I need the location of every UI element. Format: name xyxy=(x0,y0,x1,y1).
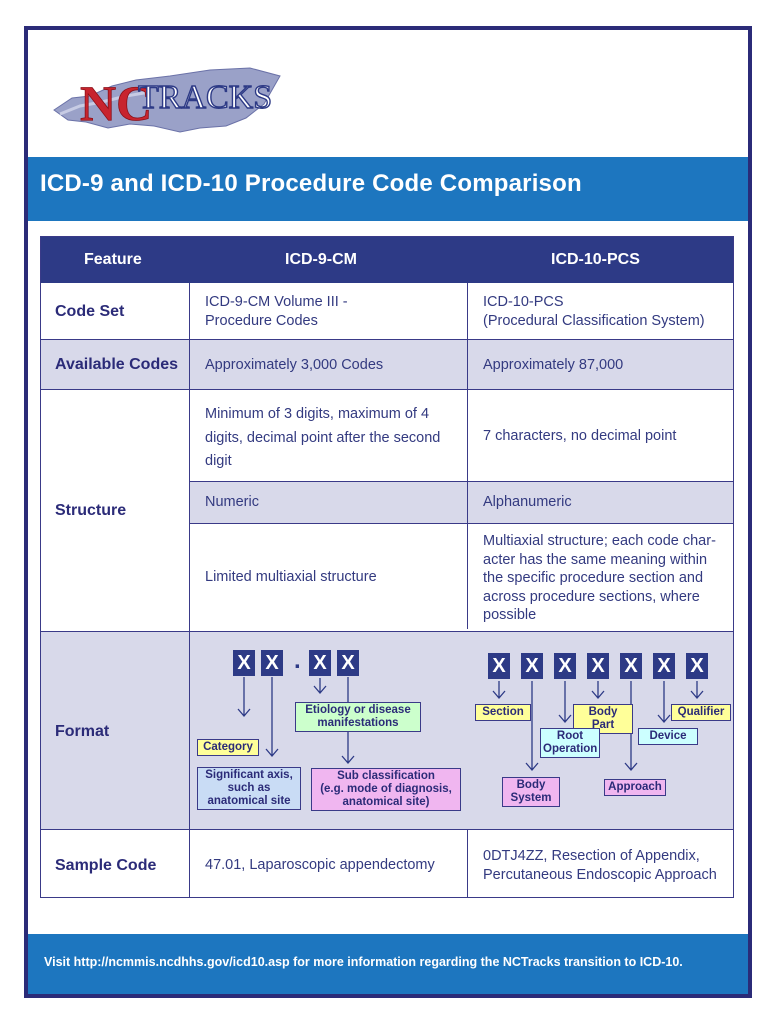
icd9-char-2: X xyxy=(261,650,283,676)
cell-structure-type-icd9: Numeric xyxy=(205,494,259,510)
icd10-char-5: X xyxy=(620,653,642,679)
label-format: Format xyxy=(55,723,110,740)
cell-code-set-icd10: ICD-10-PCS (Procedural Classification Sy… xyxy=(483,294,705,329)
icd10-label-approach: Approach xyxy=(604,779,666,796)
cell-available-icd10: Approximately 87,000 xyxy=(483,357,624,373)
label-available-codes: Available Codes xyxy=(55,356,179,373)
icd9-char-1: X xyxy=(233,650,255,676)
icd10-char-6: X xyxy=(653,653,675,679)
page-title: ICD-9 and ICD-10 Procedure Code Comparis… xyxy=(40,170,582,197)
icd9-arrows xyxy=(237,677,355,764)
table-header: Feature ICD-9-CM ICD-10-PCS xyxy=(41,237,733,283)
footer-text: Visit http://ncmmis.ncdhhs.gov/icd10.asp… xyxy=(44,955,683,969)
header-feature: Feature xyxy=(84,251,142,268)
icd10-arrows xyxy=(492,681,704,771)
header-icd9: ICD-9-CM xyxy=(285,251,357,268)
svg-text:TRACKS: TRACKS xyxy=(138,79,272,116)
icd10-char-4: X xyxy=(587,653,609,679)
cell-structure-axis-icd9: Limited multiaxial structure xyxy=(205,569,377,585)
icd10-char-2: X xyxy=(521,653,543,679)
icd9-decimal-point: . xyxy=(294,647,301,674)
cell-code-set-icd9: ICD-9-CM Volume III - Procedure Codes xyxy=(205,294,348,329)
icd9-char-4: X xyxy=(337,650,359,676)
icd10-char-1: X xyxy=(488,653,510,679)
footer-banner: Visit http://ncmmis.ncdhhs.gov/icd10.asp… xyxy=(28,934,748,994)
icd10-label-device: Device xyxy=(638,728,698,745)
icd9-label-subclassification: Sub classification (e.g. mode of diagnos… xyxy=(311,768,461,811)
cell-structure-type-icd10: Alphanumeric xyxy=(483,494,572,510)
cell-available-icd9: Approximately 3,000 Codes xyxy=(205,357,384,373)
icd9-label-etiology: Etiology or disease manifestations xyxy=(295,702,421,732)
cell-structure-digits-icd10: 7 characters, no decimal point xyxy=(483,428,677,444)
icd10-label-body-system: Body System xyxy=(502,777,560,807)
label-structure: Structure xyxy=(55,502,127,519)
nctracks-logo: NC TRACKS xyxy=(50,56,290,140)
comparison-table: Feature ICD-9-CM ICD-10-PCS Code Set ICD… xyxy=(40,236,734,898)
icd10-label-qualifier: Qualifier xyxy=(671,704,731,721)
row-numeric-bg xyxy=(189,481,733,523)
icd10-label-root-operation: Root Operation xyxy=(540,728,600,758)
icd9-label-category: Category xyxy=(197,739,259,756)
icd9-label-significant-axis: Significant axis, such as anatomical sit… xyxy=(197,767,301,810)
icd10-label-section: Section xyxy=(475,704,531,721)
cell-sample-icd10: 0DTJ4ZZ, Resection of Appendix, Percutan… xyxy=(483,848,717,883)
cell-sample-icd9: 47.01, Laparoscopic appendectomy xyxy=(205,857,435,873)
title-banner: ICD-9 and ICD-10 Procedure Code Comparis… xyxy=(28,157,748,221)
header-icd10: ICD-10-PCS xyxy=(551,251,640,268)
icd9-char-3: X xyxy=(309,650,331,676)
cell-structure-digits-icd9: Minimum of 3 digits, maximum of 4 digits… xyxy=(205,406,441,469)
svg-text:NC: NC xyxy=(80,75,152,131)
label-code-set: Code Set xyxy=(55,303,125,320)
row-available-bg xyxy=(41,339,733,389)
label-sample-code: Sample Code xyxy=(55,857,157,874)
icd10-char-3: X xyxy=(554,653,576,679)
icd10-char-7: X xyxy=(686,653,708,679)
cell-structure-axis-icd10: Multiaxial structure; each code char- ac… xyxy=(483,533,716,623)
